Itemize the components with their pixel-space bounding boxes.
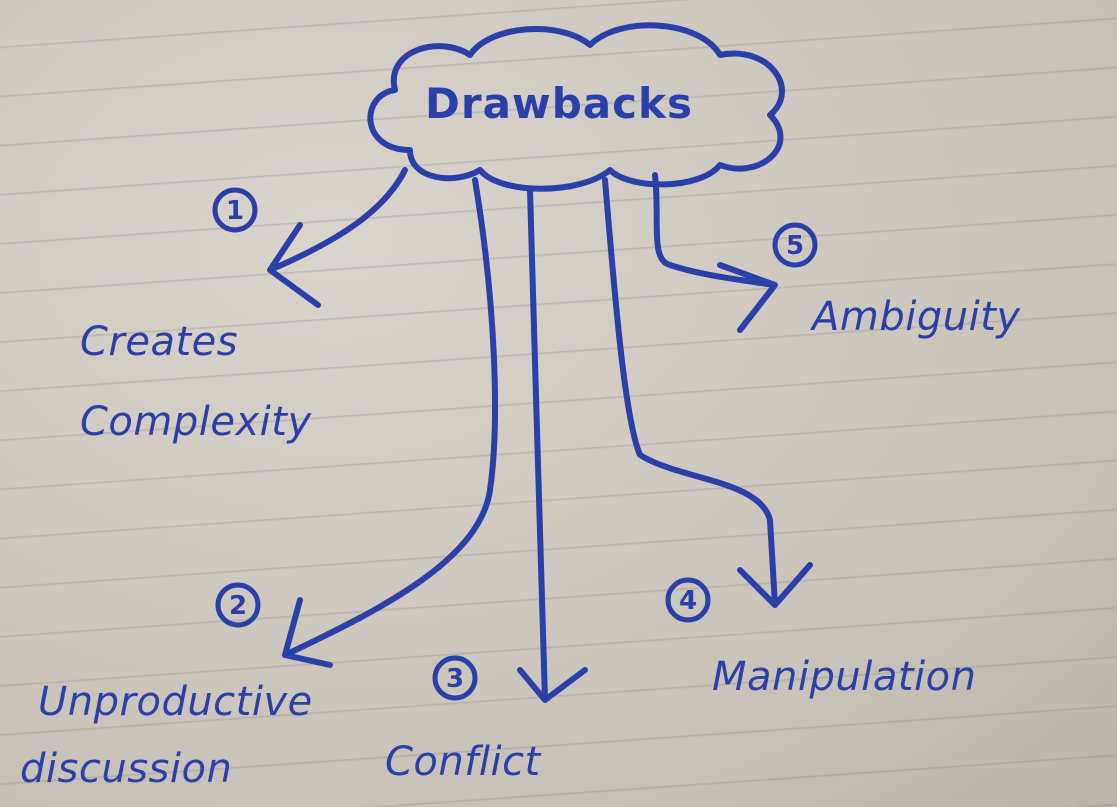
branch-number-circle-1: [212, 187, 258, 233]
root-cloud: [367, 22, 785, 192]
branch-number-5: 5: [786, 231, 804, 261]
branch-label-2-line-1: Unproductive: [38, 679, 313, 725]
branch-label-5: Ambiguity: [809, 294, 1021, 340]
branch-number-circle-3: [432, 655, 478, 701]
branch-number-3: 3: [446, 664, 464, 694]
branch-number-1: 1: [226, 196, 244, 226]
root-label: Drawbacks: [425, 79, 693, 128]
branch-arrow-2: [282, 177, 498, 668]
branch-number-circle-4: [665, 577, 711, 623]
branch-number-circle-2: [215, 582, 261, 628]
branch-arrow-1: [267, 167, 408, 308]
branch-label-4: Manipulation: [712, 654, 976, 700]
branch-number-circle-5: [772, 222, 818, 268]
branch-label-3: Conflict: [385, 739, 542, 785]
branch-arrow-5: [652, 172, 778, 333]
branch-number-4: 4: [679, 586, 697, 616]
branch-arrow-3: [517, 187, 588, 703]
branch-label-1-line-2: Complexity: [80, 399, 312, 445]
branch-arrow-4: [602, 177, 813, 608]
branch-label-1-line-1: Creates: [80, 319, 238, 365]
branch-label-2-line-2: discussion: [20, 746, 232, 792]
branch-number-2: 2: [229, 591, 247, 621]
